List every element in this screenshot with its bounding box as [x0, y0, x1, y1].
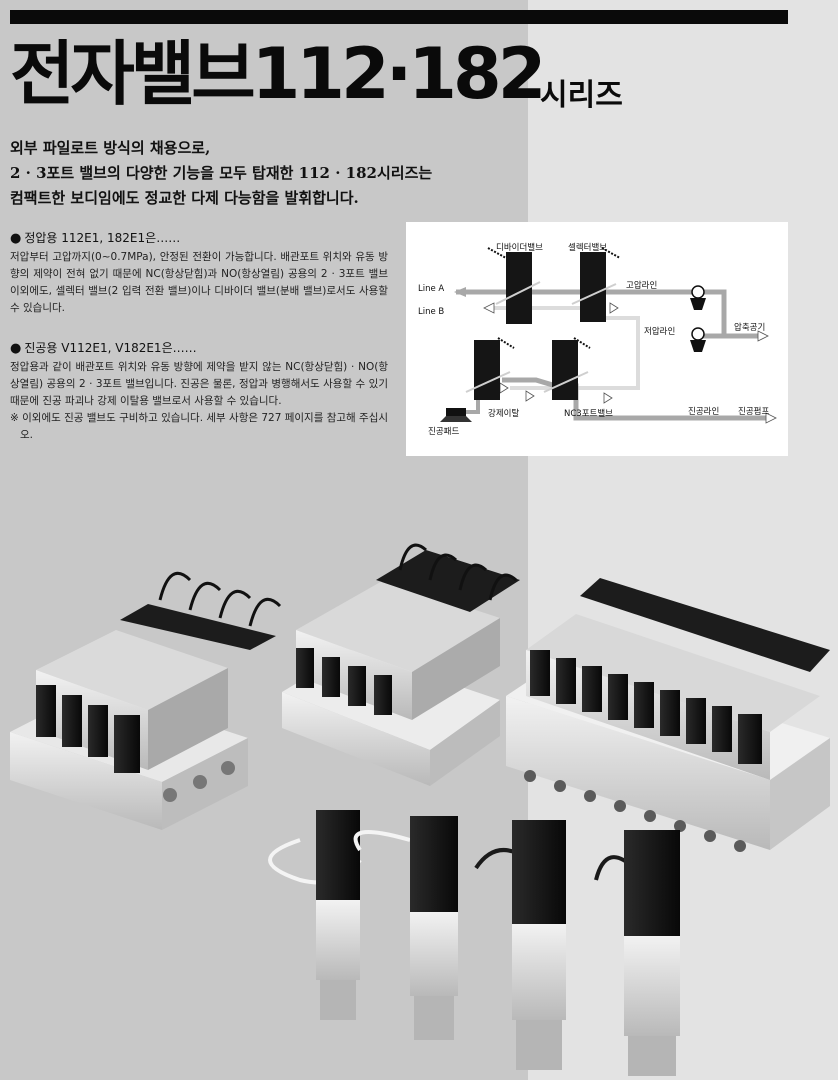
pneumatic-circuit-diagram: 디바이더밸브 셀렉터밸브 Line A Line B 고압라인 저압라인 압축공…	[406, 222, 788, 456]
single-valve	[474, 820, 566, 1070]
intro-text: 외부 파일로트 방식의 채용으로, 2 · 3포트 밸브의 다양한 기능을 모두…	[10, 136, 432, 211]
intro-line: 외부 파일로트 방식의 채용으로,	[10, 139, 211, 157]
section-heading-text: 정압용 112E1, 182E1은……	[24, 231, 181, 245]
exhaust-icon	[609, 302, 619, 314]
exhaust-icon	[603, 392, 613, 404]
label-forced-release: 강제이탈	[488, 408, 519, 419]
circuit-svg: 디바이더밸브 셀렉터밸브 Line A Line B 고압라인 저압라인 압축공…	[418, 242, 777, 437]
section-positive-pressure: ●정압용 112E1, 182E1은…… 저압부터 고압까지(0~0.7MPa)…	[10, 230, 388, 317]
label-compressed-air: 압축공기	[734, 323, 765, 333]
section-heading: ●진공용 V112E1, V182E1은……	[10, 340, 388, 357]
label-nc3-port-valve: NC3포트밸브	[564, 408, 613, 419]
page-title: 전자밸브112·182	[10, 33, 546, 115]
label-high-pressure-line: 고압라인	[626, 280, 657, 291]
exhaust-icon	[499, 382, 509, 394]
vacuum-pad-icon	[440, 408, 472, 422]
section-body: 저압부터 고압까지(0~0.7MPa), 안정된 전환이 가능합니다. 배관포트…	[10, 251, 388, 314]
page-title-suffix: 시리즈	[540, 78, 623, 113]
label-vacuum-pump: 진공펌프	[738, 406, 769, 417]
label-selector-valve: 셀렉터밸브	[568, 242, 607, 253]
product-photo	[10, 543, 830, 1076]
intro-line: 2 · 3포트 밸브의 다양한 기능을 모두 탑재한 112 · 182시리즈는	[10, 164, 433, 182]
single-valve	[353, 816, 458, 1040]
manifold-4-valve-middle	[282, 543, 520, 786]
label-low-pressure-line: 저압라인	[644, 326, 675, 337]
low-pressure-regulator-icon	[690, 327, 706, 352]
label-line-b: Line B	[418, 307, 444, 317]
selector-valve-icon	[571, 247, 621, 322]
section-heading: ●정압용 112E1, 182E1은……	[10, 230, 388, 247]
arrow-right-icon	[765, 412, 777, 424]
arrow-left-icon	[483, 302, 495, 314]
pipe-compressed-air	[702, 289, 758, 339]
label-line-a: Line A	[418, 284, 444, 294]
manifold-8-valve-right	[506, 578, 830, 852]
label-vacuum-line: 진공라인	[688, 406, 719, 417]
forced-release-valve-icon	[465, 337, 515, 400]
label-divider-valve: 디바이더밸브	[496, 242, 543, 253]
single-valve	[594, 830, 680, 1076]
intro-line: 컴팩트한 보디임에도 정교한 다제 다능함을 발휘합니다.	[10, 189, 359, 207]
section-vacuum: ●진공용 V112E1, V182E1은…… 정압용과 같이 배관포트 위치와 …	[10, 340, 388, 444]
section-body: 정압용과 같이 배관포트 위치와 유동 방향에 제약을 받지 않는 NC(항상닫…	[10, 361, 388, 407]
label-vacuum-pad: 진공패드	[428, 426, 459, 437]
single-valve	[268, 810, 362, 1020]
arrow-right-icon	[757, 330, 769, 342]
arrow-left-icon	[454, 287, 466, 297]
manifold-4-valve-left	[10, 571, 282, 830]
high-pressure-regulator-icon	[690, 285, 706, 310]
bullet-icon: ●	[10, 231, 22, 246]
divider-valve-icon	[487, 247, 541, 324]
top-rule	[10, 10, 788, 24]
pipe-vacuum	[502, 377, 766, 421]
bullet-icon: ●	[10, 341, 22, 356]
nc3-port-valve-icon	[543, 337, 591, 400]
section-note: ※ 이외에도 진공 밸브도 구비하고 있습니다. 세부 사항은 727 페이지를…	[10, 412, 389, 441]
section-heading-text: 진공용 V112E1, V182E1은……	[24, 341, 197, 355]
exhaust-icon	[525, 390, 535, 402]
